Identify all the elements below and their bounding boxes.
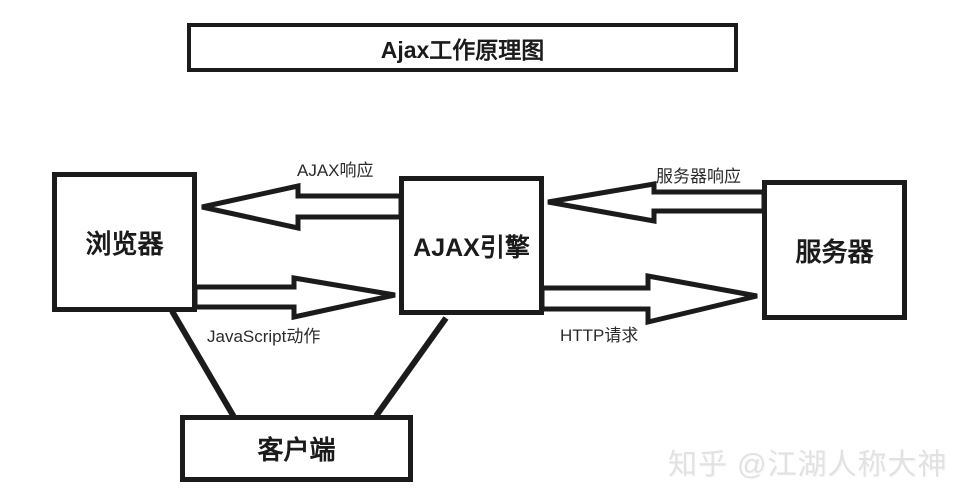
arrow-server-response-icon bbox=[547, 181, 767, 224]
node-browser: 浏览器 bbox=[52, 172, 197, 312]
node-server: 服务器 bbox=[762, 180, 907, 320]
diagram-title: Ajax工作原理图 bbox=[187, 23, 738, 72]
node-client-label: 客户端 bbox=[257, 435, 336, 465]
connector-engine-client bbox=[373, 316, 449, 418]
node-browser-label: 浏览器 bbox=[85, 228, 164, 259]
node-ajax-engine-label: AJAX引擎 bbox=[413, 233, 530, 262]
edge-label-ajax-response: AJAX响应 bbox=[297, 161, 374, 180]
arrow-javascript-action-icon bbox=[192, 275, 396, 321]
node-client: 客户端 bbox=[180, 415, 413, 482]
watermark: 知乎 @江湖人称大神 bbox=[668, 449, 948, 481]
arrow-http-request-icon bbox=[539, 272, 758, 326]
arrow-ajax-response-icon bbox=[201, 182, 404, 232]
connector-browser-client bbox=[169, 309, 237, 419]
node-ajax-engine: AJAX引擎 bbox=[399, 176, 544, 315]
edge-label-javascript-action: JavaScript动作 bbox=[207, 327, 321, 346]
node-server-label: 服务器 bbox=[795, 236, 874, 267]
diagram-title-text: Ajax工作原理图 bbox=[380, 36, 545, 63]
edge-label-server-response: 服务器响应 bbox=[656, 167, 741, 186]
edge-label-http-request: HTTP请求 bbox=[560, 326, 639, 345]
